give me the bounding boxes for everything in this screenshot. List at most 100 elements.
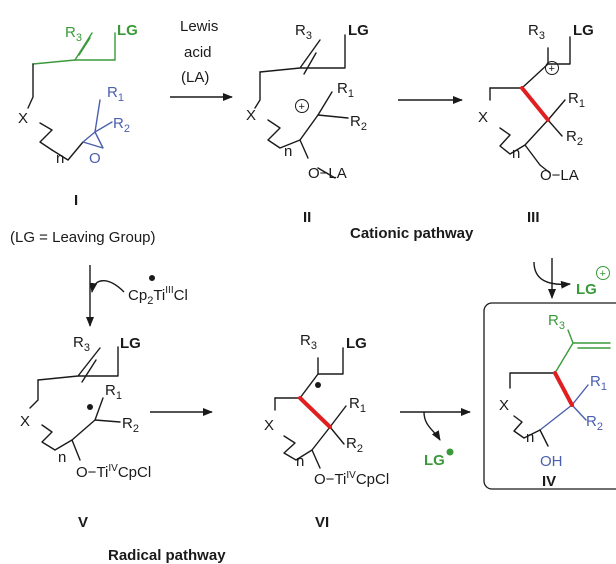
cation-plus: + (549, 63, 555, 75)
lg-label: LG (573, 22, 594, 39)
cation-plus: + (600, 268, 606, 280)
compound-label-IV: IV (542, 473, 556, 490)
cation-plus: + (299, 101, 305, 113)
bond (29, 379, 39, 409)
r1-label: R1 (590, 373, 607, 393)
x-label: X (18, 110, 28, 127)
oxygen-label: O (89, 150, 101, 167)
r2-label: R2 (350, 113, 367, 133)
lg-label: LG (117, 22, 138, 39)
reagent-label: Cp2TiIIICl (128, 285, 188, 307)
oh-label: OH (540, 453, 563, 470)
r2-label: R2 (586, 413, 603, 433)
compound-label-I: I (74, 192, 78, 209)
new-cc-bond (520, 86, 550, 122)
r3-label: R3 (295, 22, 312, 42)
bond (539, 429, 549, 447)
compound-label-III: III (527, 209, 540, 226)
r3-label: R3 (528, 22, 545, 42)
bond (317, 167, 336, 179)
bond (27, 63, 34, 109)
lewis-acid-line2: acid (184, 44, 212, 61)
n-label: n (56, 150, 64, 167)
r1-label: R1 (349, 395, 366, 415)
n-label: n (284, 143, 292, 160)
o-ti-label: O−TiIVCpCl (76, 463, 151, 481)
r2-label: R2 (113, 115, 130, 135)
bond (254, 71, 261, 109)
compound-II: R3 LG X n + R1 R2 O−LA II (246, 22, 369, 226)
bond (32, 59, 76, 65)
compound-IV: R3 X n R1 R2 OH IV (483, 302, 616, 490)
lg-label: LG (348, 22, 369, 39)
x-label: X (499, 397, 509, 414)
compound-label-II: II (303, 209, 311, 226)
r2-label: R2 (346, 435, 363, 455)
bond (317, 91, 349, 119)
x-label: X (264, 417, 274, 434)
arrow-I-to-V: Cp2TiIIICl (86, 265, 188, 327)
lewis-acid-line3: (LA) (181, 69, 209, 86)
arrow-III-to-IV: LG + (533, 258, 610, 299)
cation-charge (545, 61, 559, 75)
compound-III: R3 LG + X n R1 R2 O−LA III (478, 22, 594, 226)
r3-label: R3 (548, 312, 565, 332)
compound-label-V: V (78, 514, 88, 531)
bond (509, 372, 556, 439)
new-cc-bond (553, 371, 574, 407)
n-label: n (296, 453, 304, 470)
lg-label: LG (120, 335, 141, 352)
bond (274, 347, 344, 399)
compound-I: R3 LG X n R1 R2 O I (18, 22, 138, 209)
bond (71, 397, 121, 461)
bond (274, 397, 331, 461)
o-la-label: O−LA (540, 167, 579, 184)
bond (94, 99, 101, 133)
n-label: n (526, 429, 534, 446)
n-label: n (58, 449, 66, 466)
bond (94, 121, 113, 133)
cation-charge (596, 266, 610, 280)
lewis-acid-line1: Lewis (180, 18, 218, 35)
epoxide-ring (82, 131, 104, 149)
bond (39, 122, 53, 151)
x-label: X (246, 107, 256, 124)
cationic-pathway-label: Cationic pathway (350, 225, 474, 242)
radical-dot (446, 448, 454, 456)
radical-dot (315, 382, 321, 388)
bond (259, 34, 346, 73)
radical-dot (87, 404, 93, 410)
bond (81, 359, 97, 383)
n-label: n (512, 145, 520, 162)
r1-label: R1 (337, 80, 354, 100)
bond (554, 329, 611, 374)
x-label: X (20, 413, 30, 430)
bond (37, 346, 119, 381)
x-label: X (478, 109, 488, 126)
lg-cation-label: LG (576, 281, 597, 298)
bond (524, 119, 563, 174)
bond (51, 141, 84, 161)
cation-charge (295, 99, 309, 113)
radical-pathway-label: Radical pathway (108, 547, 226, 564)
new-cc-bond (298, 396, 332, 429)
bond (311, 405, 347, 469)
compound-VI: R3 LG X n R1 R2 O−TiIVCpCl VI (264, 332, 389, 531)
r2-label: R2 (566, 128, 583, 148)
radical-dot (149, 275, 155, 281)
bond (267, 114, 319, 149)
bond (489, 36, 571, 89)
r3-label: R3 (300, 332, 317, 352)
compound-label-VI: VI (315, 514, 329, 531)
lg-radical-label: LG (424, 452, 445, 469)
compound-V: R3 LG X n R1 R2 O−TiIVCpCl V (20, 334, 151, 531)
lg-label: LG (346, 335, 367, 352)
o-ti-label: O−TiIVCpCl (314, 470, 389, 488)
o-la-label: O−LA (308, 165, 347, 182)
r3-label: R3 (65, 24, 82, 44)
r1-label: R1 (568, 90, 585, 110)
product-box (483, 302, 616, 490)
bond (41, 419, 96, 451)
